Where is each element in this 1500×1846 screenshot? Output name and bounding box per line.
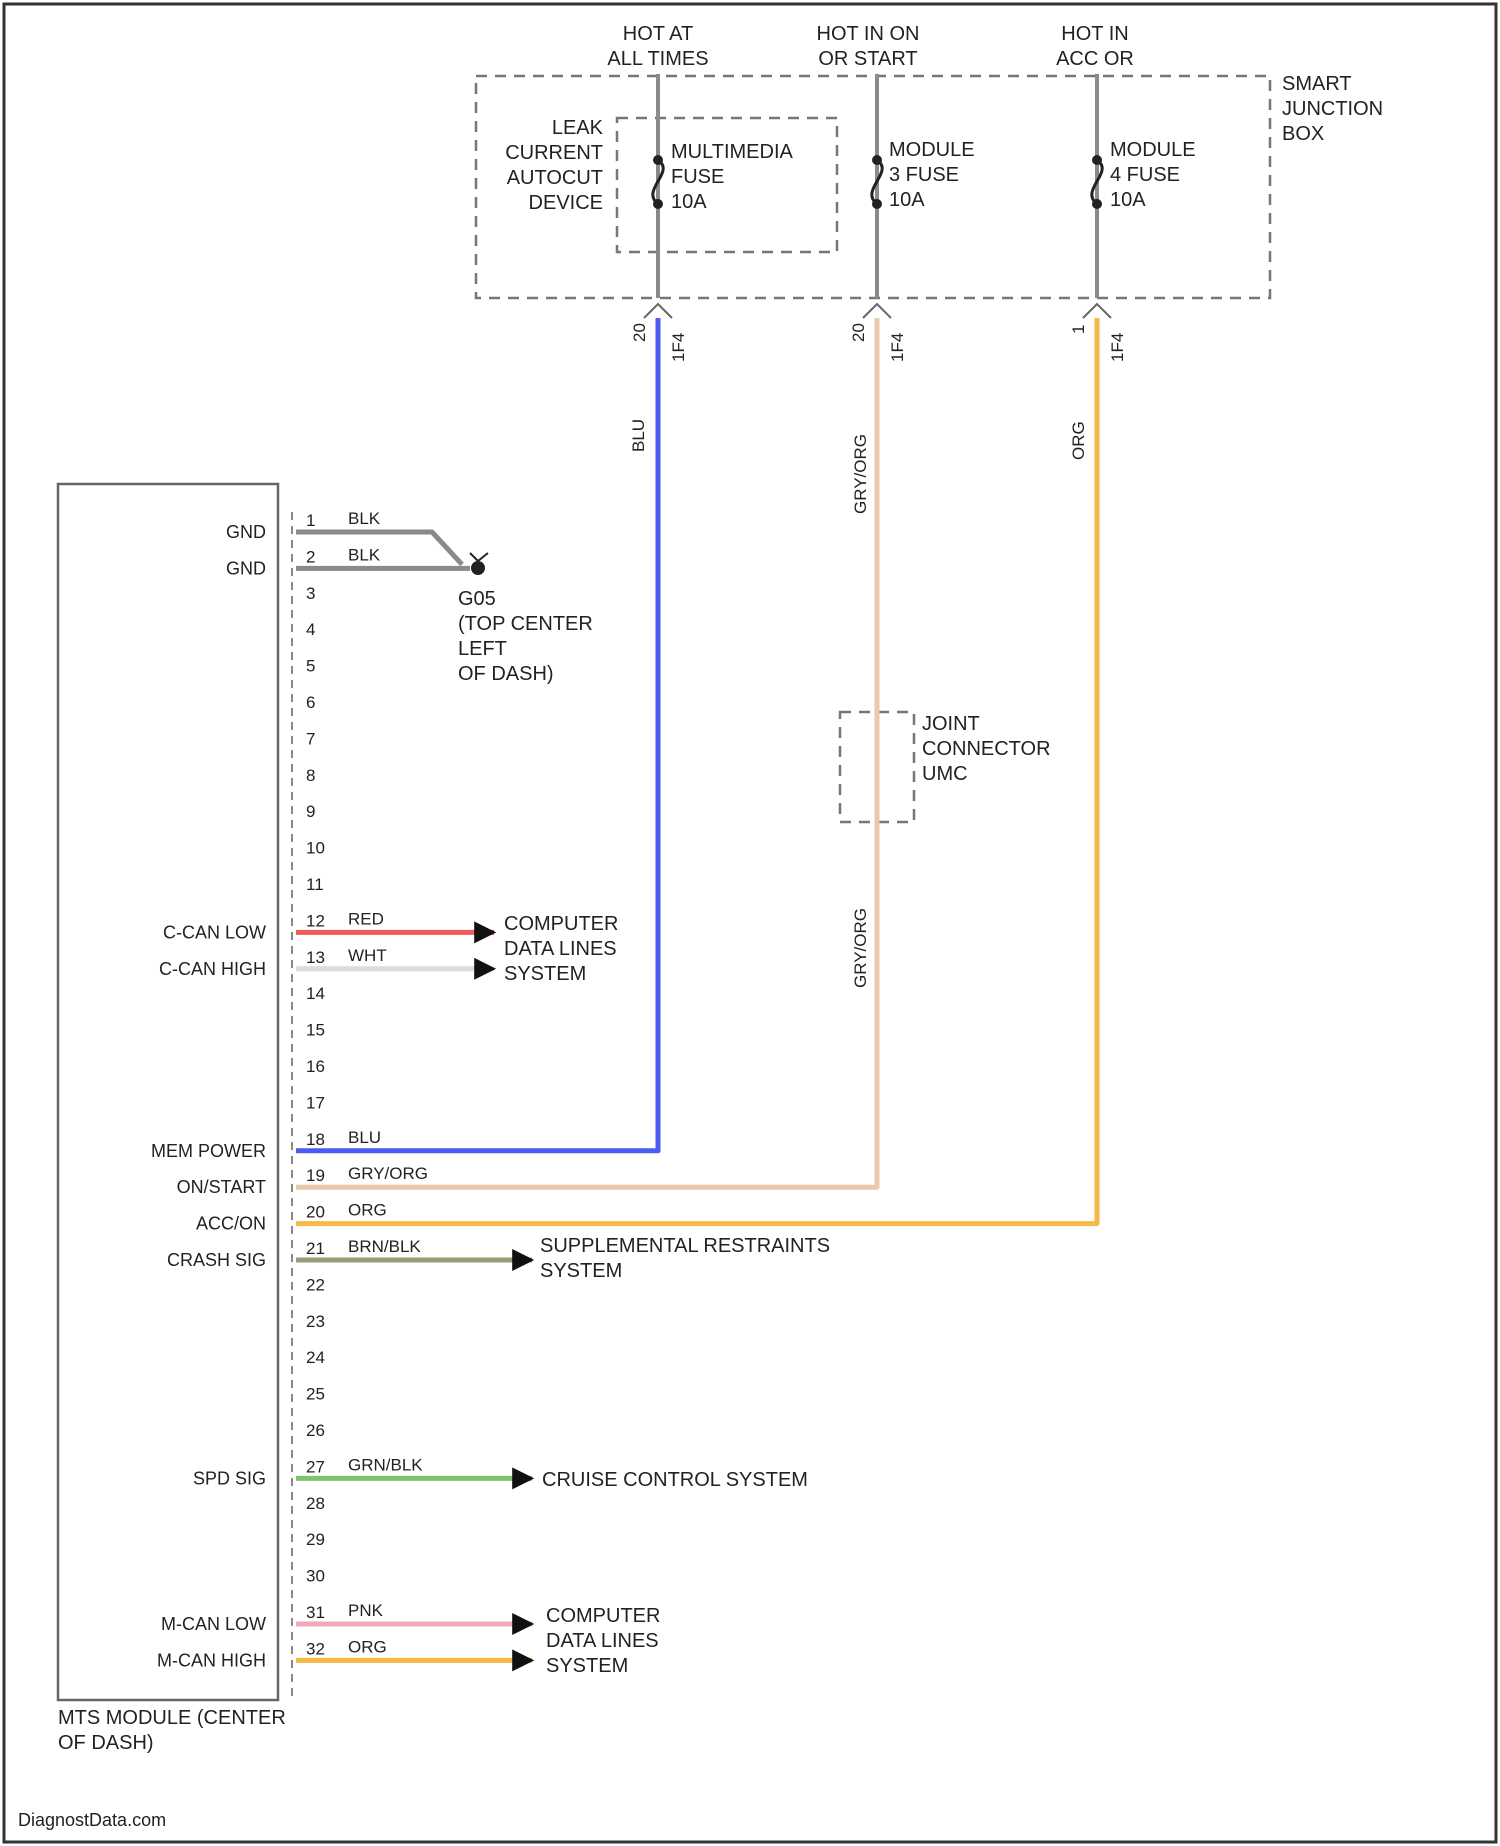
wire-pin-18-mem-power: [296, 318, 658, 1151]
signal-label-18: MEM POWER: [151, 1141, 266, 1161]
pin-number-9: 9: [306, 802, 315, 821]
signal-label-20: ACC/ON: [196, 1214, 266, 1234]
pin-wire-color-18: BLU: [348, 1128, 381, 1147]
connector-stub-module3: [863, 304, 891, 318]
pin-number-15: 15: [306, 1021, 325, 1040]
dest-label-cruise: CRUISE CONTROL SYSTEM: [542, 1469, 808, 1491]
pin-number-8: 8: [306, 766, 315, 785]
fuse-symbol-multimedia: [653, 155, 663, 209]
pin-number-26: 26: [306, 1421, 325, 1440]
pin-number-19: 19: [306, 1166, 325, 1185]
pin-number-6: 6: [306, 693, 315, 712]
conn-pin-multimedia: 1F4: [669, 333, 688, 362]
pin-wire-color-32: ORG: [348, 1637, 387, 1656]
conn-pin-module3: 1F4: [888, 333, 907, 362]
signal-label-13: C-CAN HIGH: [159, 959, 266, 979]
mts-module-box: [58, 484, 278, 1700]
fuse-symbol-module4: [1092, 155, 1102, 209]
pin-number-32: 32: [306, 1639, 325, 1658]
pin-wire-color-2: BLK: [348, 545, 381, 564]
pin-wire-color-20: ORG: [348, 1201, 387, 1220]
pin-number-3: 3: [306, 584, 315, 603]
signal-label-19: ON/START: [177, 1177, 266, 1197]
wire-label-org: ORG: [1069, 421, 1088, 460]
pin-number-23: 23: [306, 1312, 325, 1331]
pin-number-14: 14: [306, 984, 325, 1003]
pin-number-2: 2: [306, 547, 315, 566]
conn-pin-module4: 1F4: [1108, 333, 1127, 362]
connector-stub-module4: [1083, 304, 1111, 318]
wire-label-blu: BLU: [629, 419, 648, 452]
pin-number-10: 10: [306, 839, 325, 858]
pin-number-7: 7: [306, 729, 315, 748]
pin-number-20: 20: [306, 1203, 325, 1222]
wire-pin-20-acc-on: [296, 318, 1097, 1224]
signal-label-21: CRASH SIG: [167, 1250, 266, 1270]
pin-number-11: 11: [306, 875, 324, 894]
signal-label-31: M-CAN LOW: [161, 1614, 266, 1634]
pin-number-17: 17: [306, 1093, 325, 1112]
conn-num-module3: 20: [849, 323, 868, 342]
signal-label-1: GND: [226, 522, 266, 542]
pin-number-21: 21: [306, 1239, 325, 1258]
pin-wire-color-1: BLK: [348, 509, 381, 528]
ground-symbol: [470, 553, 488, 575]
wire-label-gryorg-lower: GRY/ORG: [851, 908, 870, 988]
signal-label-2: GND: [226, 558, 266, 578]
pin-number-16: 16: [306, 1057, 325, 1076]
pin-number-25: 25: [306, 1385, 325, 1404]
pin-number-24: 24: [306, 1348, 325, 1367]
pin-wire-color-13: WHT: [348, 946, 387, 965]
pin-number-30: 30: [306, 1567, 325, 1586]
pin-number-18: 18: [306, 1130, 325, 1149]
pin-wire-color-27: GRN/BLK: [348, 1455, 423, 1474]
pin-number-22: 22: [306, 1275, 325, 1294]
pin-wire-color-21: BRN/BLK: [348, 1237, 421, 1256]
pin-number-28: 28: [306, 1494, 325, 1513]
connector-stub-multimedia: [644, 304, 672, 318]
wire-pin-19-on-start: [296, 318, 877, 1187]
fuse-symbol-module3: [872, 155, 882, 209]
pin-number-5: 5: [306, 657, 315, 676]
wire-label-gryorg-upper: GRY/ORG: [851, 434, 870, 514]
pin-number-1: 1: [306, 511, 315, 530]
pin-number-29: 29: [306, 1530, 325, 1549]
conn-num-module4: 1: [1069, 325, 1088, 334]
pin-wire-color-19: GRY/ORG: [348, 1164, 428, 1183]
pin-wire-color-31: PNK: [348, 1601, 384, 1620]
pin-number-31: 31: [306, 1603, 325, 1622]
pin-number-4: 4: [306, 620, 315, 639]
signal-label-32: M-CAN HIGH: [157, 1650, 266, 1670]
pin-number-13: 13: [306, 948, 325, 967]
signal-label-27: SPD SIG: [193, 1468, 266, 1488]
pin-number-27: 27: [306, 1457, 325, 1476]
leak-current-autocut-box: [617, 118, 837, 252]
signal-label-12: C-CAN LOW: [163, 922, 266, 942]
conn-num-multimedia: 20: [630, 323, 649, 342]
pin-wire-color-12: RED: [348, 909, 384, 928]
footer-watermark: DiagnostData.com: [18, 1810, 166, 1830]
pin-number-12: 12: [306, 911, 325, 930]
